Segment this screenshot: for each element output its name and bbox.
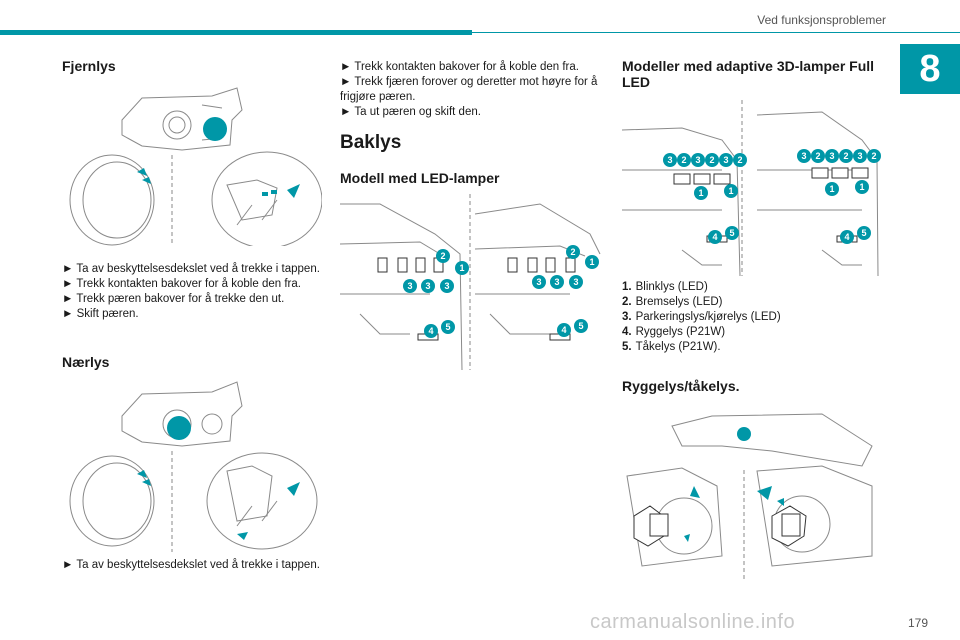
fjernlys-steps: ► Ta av beskyttelsesdekslet ved å trekke… [62, 262, 322, 322]
ryggelys-heading: Ryggelys/tåkelys. [622, 378, 740, 394]
adaptive-led-heading: Modeller med adaptive 3D-lamper Full LED [622, 58, 875, 90]
page-number: 179 [907, 616, 928, 630]
marker-4: 4 [712, 232, 717, 242]
naerlys-step-1: ► Ta av beskyttelsesdekslet ved å trekke… [62, 559, 320, 571]
fjernlys-step-1: ► Ta av beskyttelsesdekslet ved å trekke… [62, 263, 320, 275]
marker-4: 4 [561, 325, 566, 335]
fjernlys-step-2: ► Trekk kontakten bakover for å koble de… [62, 278, 301, 290]
marker-3: 3 [667, 155, 672, 165]
led-model-heading: Modell med LED-lamper [340, 170, 500, 186]
marker-2: 2 [871, 151, 876, 161]
legend-item: 4.Ryggelys (P21W) [622, 326, 726, 338]
marker-4: 4 [844, 232, 849, 242]
legend-item: 3.Parkeringslys/kjørelys (LED) [622, 311, 781, 323]
marker-5: 5 [861, 228, 866, 238]
marker-1: 1 [859, 182, 864, 192]
rear-lamps-led-illustration: 2 1 3 3 3 4 5 2 1 3 3 3 4 5 [340, 194, 601, 370]
marker-3: 3 [829, 151, 834, 161]
col2-step-2: ► Trekk fjæren forover og deretter mot h… [340, 76, 598, 103]
marker-1: 1 [698, 188, 703, 198]
legend-item: 2.Bremselys (LED) [622, 296, 723, 308]
header-accent-bar [0, 30, 472, 35]
fjernlys-step-3: ► Trekk pæren bakover for å trekke den u… [62, 293, 285, 305]
marker-3: 3 [554, 277, 559, 287]
marker-5: 5 [445, 322, 450, 332]
fjernlys-heading: Fjernlys [62, 58, 116, 74]
naerlys-steps: ► Ta av beskyttelsesdekslet ved å trekke… [62, 558, 322, 573]
headlamp-high-beam-illustration [69, 87, 322, 246]
marker-3: 3 [536, 277, 541, 287]
reverse-fog-lamp-illustration [626, 413, 873, 582]
marker-3: 3 [695, 155, 700, 165]
marker-1: 1 [589, 257, 594, 267]
watermark: carmanualsonline.info [590, 611, 796, 633]
marker-2: 2 [681, 155, 686, 165]
marker-2: 2 [440, 251, 445, 261]
marker-4: 4 [428, 326, 433, 336]
marker-2: 2 [843, 151, 848, 161]
legend-item: 5.Tåkelys (P21W). [622, 341, 721, 353]
marker-3: 3 [723, 155, 728, 165]
legend-item: 1.Blinklys (LED) [622, 281, 708, 293]
col2-steps: ► Trekk kontakten bakover for å koble de… [340, 60, 605, 120]
col2-step-3: ► Ta ut pæren og skift den. [340, 106, 481, 118]
marker-1: 1 [459, 263, 464, 273]
marker-1: 1 [829, 184, 834, 194]
marker-5: 5 [729, 228, 734, 238]
marker-1: 1 [728, 186, 733, 196]
marker-3: 3 [425, 281, 430, 291]
lamp-legend: 1.Blinklys (LED) 2.Bremselys (LED) 3.Par… [622, 280, 892, 355]
col2-step-1: ► Trekk kontakten bakover for å koble de… [340, 61, 579, 73]
marker-2: 2 [815, 151, 820, 161]
fjernlys-step-4: ► Skift pæren. [62, 308, 139, 320]
marker-5: 5 [578, 321, 583, 331]
marker-3: 3 [857, 151, 862, 161]
marker-3: 3 [407, 281, 412, 291]
chapter-badge: 8 [900, 44, 960, 94]
headlamp-low-beam-illustration [69, 381, 318, 552]
baklys-heading: Baklys [340, 132, 402, 153]
marker-3: 3 [444, 281, 449, 291]
section-title: Ved funksjonsproblemer [757, 13, 886, 27]
marker-2: 2 [737, 155, 742, 165]
marker-2: 2 [570, 247, 575, 257]
marker-2: 2 [709, 155, 714, 165]
naerlys-heading: Nærlys [62, 354, 110, 370]
marker-3: 3 [573, 277, 578, 287]
rear-lamps-adaptive-illustration: 3 2 3 2 3 2 1 1 4 5 3 2 3 2 3 2 1 1 4 5 [622, 100, 881, 276]
marker-3: 3 [801, 151, 806, 161]
header-rule [472, 32, 960, 33]
